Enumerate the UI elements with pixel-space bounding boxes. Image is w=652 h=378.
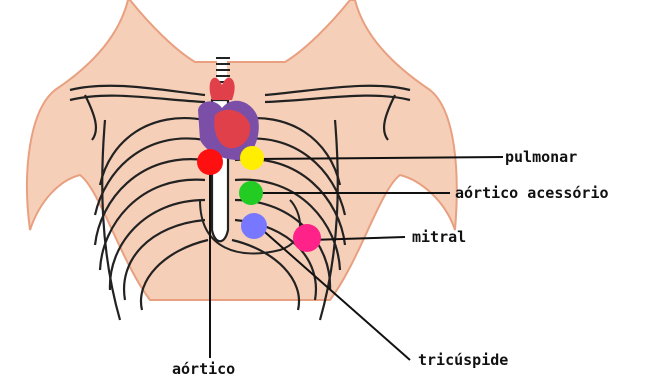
mitral-point (293, 224, 321, 252)
label-tricuspide: tricúspide (418, 353, 508, 368)
aortic-point (197, 149, 223, 175)
label-aortico-acessorio: aórtico acessório (455, 186, 609, 201)
accessory-aortic-point (239, 181, 263, 205)
tricuspid-point (241, 213, 267, 239)
pulmonary-point (240, 146, 264, 170)
label-aortico: aórtico (172, 362, 235, 377)
label-pulmonar: pulmonar (505, 150, 577, 165)
label-mitral: mitral (412, 230, 466, 245)
